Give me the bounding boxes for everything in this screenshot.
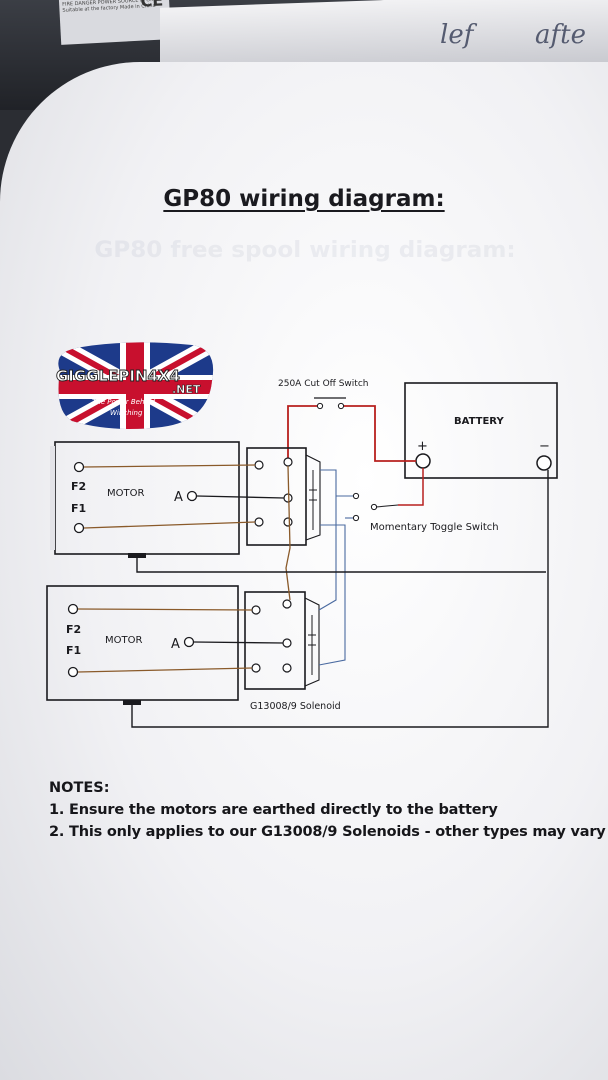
logo-suffix: .NET: [172, 383, 201, 396]
motor-1-earth-stud: [128, 553, 146, 558]
cutoff-switch-label: 250A Cut Off Switch: [278, 379, 368, 389]
page-title: GP80 wiring diagram:: [163, 186, 445, 212]
battery-plus: +: [417, 439, 428, 454]
black-armature-leads: [193, 495, 285, 644]
motor-1-shadow: [50, 446, 55, 550]
solenoid-2-coil: [304, 597, 320, 687]
notes-heading: NOTES:: [49, 780, 110, 796]
solenoid-2-t4: [251, 663, 261, 673]
motor-1-f1-terminal: [73, 522, 85, 534]
logo-tagline-2: Winching: [110, 409, 143, 417]
solenoid-1-t5: [283, 517, 293, 527]
solenoid-1-t4: [254, 517, 264, 527]
solenoid-2-t2: [282, 599, 292, 609]
battery-positive-terminal: [415, 453, 431, 469]
handwriting-1: lef: [440, 20, 474, 50]
solenoid-label: G13008/9 Solenoid: [250, 701, 341, 712]
motor-1-a-terminal: [186, 490, 198, 502]
motor-1-label: MOTOR: [107, 488, 144, 499]
toggle-common-contact: [370, 503, 378, 511]
gigglepin-logo: GIGGLEPIN4X4 .NET The Power Behind Winch…: [56, 342, 214, 429]
battery-label: BATTERY: [454, 416, 504, 427]
motor-2-box: [46, 585, 239, 701]
motor-2-f1: F1: [66, 644, 81, 657]
notes-section: NOTES: 1. Ensure the motors are earthed …: [49, 780, 608, 846]
toggle-contact-top: [352, 492, 360, 500]
solenoid-2-t1: [251, 605, 261, 615]
solenoid-2-diode: [308, 615, 316, 675]
logo-brand: GIGGLEPIN4X4: [56, 367, 180, 385]
toggle-lever: [375, 504, 399, 508]
paper-sheet: [0, 62, 608, 1080]
solenoid-1-diode: [309, 470, 317, 530]
note-item-1: 1. Ensure the motors are earthed directl…: [49, 802, 498, 818]
toggle-switch-label: Momentary Toggle Switch: [370, 522, 499, 533]
ghost-title: GP80 free spool wiring diagram:: [94, 238, 516, 263]
solenoid-2-t3: [282, 638, 292, 648]
motor-2-f2-terminal: [67, 603, 79, 615]
logo-tagline-1: The Power Behind: [92, 398, 156, 406]
cutoff-contact-right: [337, 402, 345, 410]
toggle-contact-bottom: [352, 514, 360, 522]
motor-2-a: A: [171, 637, 180, 652]
motor-2-f1-terminal: [67, 666, 79, 678]
solenoid-1-coil: [305, 454, 321, 541]
blue-control-wires: [318, 469, 353, 666]
battery-box: [404, 382, 558, 479]
solenoid-2-box: [244, 591, 306, 690]
motor-1-a: A: [174, 490, 183, 505]
battery-negative-terminal: [536, 455, 552, 471]
note-item-2: 2. This only applies to our G13008/9 Sol…: [49, 824, 606, 840]
red-toggle-feed-wire: [398, 468, 424, 506]
motor-1-box: [54, 441, 240, 555]
motor-2-f2: F2: [66, 623, 81, 636]
earth-return-wires: [131, 470, 549, 728]
battery-minus: −: [539, 439, 550, 454]
handwriting-2: afte: [535, 20, 586, 50]
motor-2-label: MOTOR: [105, 635, 142, 646]
cutoff-contact-left: [316, 402, 324, 410]
solenoid-1-t2: [283, 457, 293, 467]
motor-1-f2-terminal: [73, 461, 85, 473]
motor-2-earth-stud: [123, 700, 141, 705]
solenoid-1-t3: [283, 493, 293, 503]
solenoid-1-t1: [254, 460, 264, 470]
red-main-wire: [287, 405, 416, 462]
solenoid-2-t5: [282, 663, 292, 673]
motor-2-a-terminal: [183, 636, 195, 648]
motor-1-f2: F2: [71, 480, 86, 493]
motor-1-f1: F1: [71, 502, 86, 515]
brown-motor-leads: [77, 464, 291, 673]
